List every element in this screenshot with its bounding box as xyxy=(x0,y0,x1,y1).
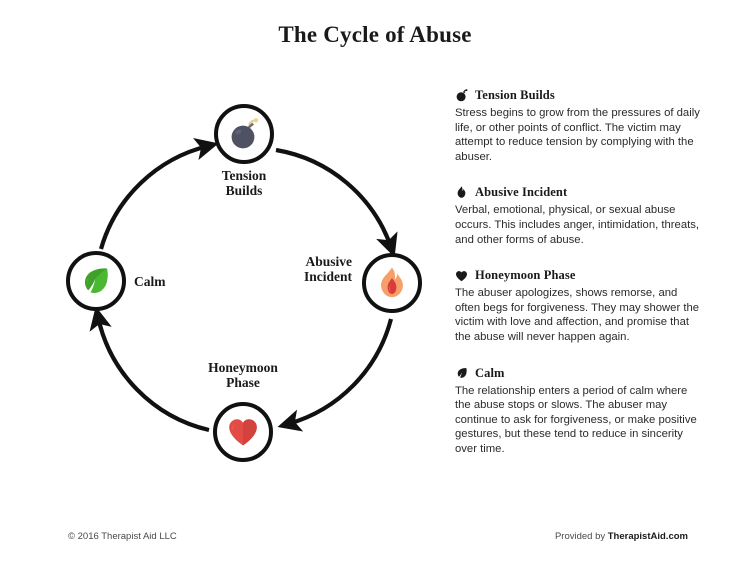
bomb-icon xyxy=(455,89,468,103)
cycle-arrows xyxy=(89,137,398,433)
description-body: Verbal, emotional, physical, or sexual a… xyxy=(455,204,700,246)
description-item-tension: Tension Builds Stress begins to grow fro… xyxy=(455,88,700,164)
description-body: The abuser apologizes, shows remorse, an… xyxy=(455,287,700,343)
flame-icon xyxy=(455,186,468,200)
footer-provided-by-label: Provided by xyxy=(554,531,608,542)
footer-attribution: Provided by TherapistAid.com xyxy=(555,531,688,542)
description-title: Honeymoon Phase xyxy=(475,268,576,283)
description-header: Honeymoon Phase xyxy=(455,268,700,283)
cycle-node-abusive-label: Abusive Incident xyxy=(228,254,352,284)
arrow-abusive-to-honeymoon xyxy=(277,318,394,432)
cycle-node-tension-label: Tension Builds xyxy=(164,168,324,198)
cycle-node-calm-label-line1: Calm xyxy=(134,274,166,289)
description-header: Calm xyxy=(455,366,700,381)
heart-icon xyxy=(226,416,260,448)
bomb-icon xyxy=(227,117,261,151)
description-item-honeymoon: Honeymoon Phase The abuser apologizes, s… xyxy=(455,268,700,344)
footer-copyright: © 2016 Therapist Aid LLC xyxy=(68,531,177,542)
description-title: Tension Builds xyxy=(475,88,555,102)
cycle-diagram: Tension Builds Abusive Incident Honeymoo… xyxy=(0,60,450,510)
footer-brand-link[interactable]: TherapistAid.com xyxy=(607,531,688,542)
arrow-calm-to-tension xyxy=(98,137,219,250)
flame-icon xyxy=(376,266,408,300)
heart-icon xyxy=(455,269,468,283)
arrow-honeymoon-to-calm xyxy=(89,306,210,433)
description-header: Tension Builds xyxy=(455,88,700,103)
description-body: The relationship enters a period of calm… xyxy=(455,384,697,455)
cycle-node-honeymoon[interactable] xyxy=(213,402,273,462)
cycle-node-abusive-label-line2: Incident xyxy=(303,269,352,284)
description-title: Abusive Incident xyxy=(475,185,568,200)
page-title: The Cycle of Abuse xyxy=(278,22,472,47)
cycle-node-tension[interactable] xyxy=(214,104,274,164)
leaf-icon xyxy=(455,366,468,380)
description-body: Stress begins to grow from the pressures… xyxy=(455,107,700,163)
cycle-node-abusive-label-line1: Abusive xyxy=(305,254,352,269)
arrow-tension-to-abusive xyxy=(275,147,398,258)
cycle-node-honeymoon-label-line1: Honeymoon xyxy=(208,360,278,375)
descriptions-panel: Tension Builds Stress begins to grow fro… xyxy=(455,88,700,478)
cycle-node-tension-label-line1: Tension xyxy=(221,168,267,183)
description-item-abusive: Abusive Incident Verbal, emotional, phys… xyxy=(455,185,700,247)
cycle-node-calm-label: Calm xyxy=(134,274,244,289)
leaf-icon xyxy=(80,265,112,297)
description-header: Abusive Incident xyxy=(455,185,700,200)
cycle-node-honeymoon-label: Honeymoon Phase xyxy=(163,360,323,390)
cycle-node-calm[interactable] xyxy=(66,251,126,311)
description-title: Calm xyxy=(475,365,505,380)
cycle-node-abusive[interactable] xyxy=(362,253,422,313)
description-item-calm: Calm The relationship enters a period of… xyxy=(455,366,700,457)
cycle-node-tension-label-line2: Builds xyxy=(225,183,263,198)
cycle-node-honeymoon-label-line2: Phase xyxy=(226,375,260,390)
